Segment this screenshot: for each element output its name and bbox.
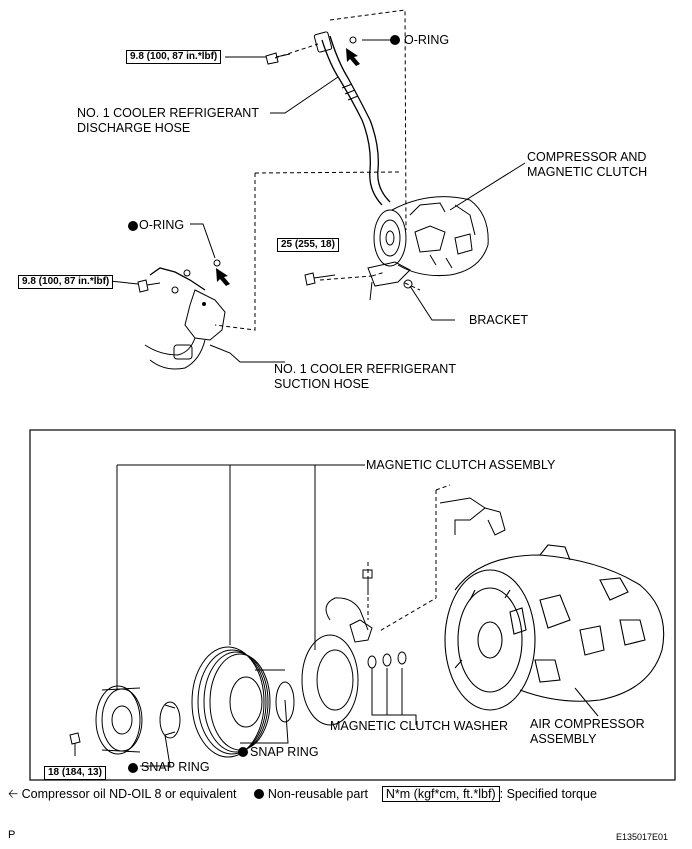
bracket-bolt-drawing — [304, 272, 336, 286]
air-compressor-line1: AIR COMPRESSOR — [530, 717, 645, 731]
detail-box — [29, 429, 676, 781]
pressure-plate-drawing — [95, 685, 143, 755]
non-reusable-dot-icon — [238, 747, 248, 757]
stator-drawing — [301, 597, 373, 726]
dashed-guides — [214, 9, 421, 331]
top-leader-lines — [109, 39, 526, 363]
snap-ring-right-label: SNAP RING — [250, 745, 319, 759]
compressor-clutch-line2: MAGNETIC CLUTCH — [527, 165, 648, 179]
torque-bracket-bolt: 25 (255, 18) — [277, 238, 339, 252]
snap-ring-mid-drawing — [275, 681, 295, 723]
assembly-leader-lines — [116, 464, 599, 767]
discharge-hose-line2: DISCHARGE HOSE — [77, 121, 191, 135]
oil-arrow-icon-discharge — [346, 48, 360, 66]
bracket-label: BRACKET — [469, 313, 529, 327]
air-compressor-line2: ASSEMBLY — [530, 732, 597, 746]
oring-suction-text: O-RING — [139, 218, 185, 232]
non-reusable-dot-icon — [253, 789, 264, 799]
legend-oil-text: Compressor oil ND-OIL 8 or equivalent — [21, 787, 237, 801]
legend-torque-desc: : Specified torque — [499, 787, 597, 801]
magnetic-clutch-washer-label: MAGNETIC CLUTCH WASHER — [330, 719, 509, 733]
torque-suction-bolt: 9.8 (100, 87 in.*lbf) — [18, 275, 114, 289]
torque-plate-bolt: 18 (184, 13) — [44, 766, 106, 780]
suction-hose-line2: SUCTION HOSE — [274, 377, 370, 391]
non-reusable-dot-icon — [128, 763, 138, 773]
snap-ring-small-drawing — [159, 701, 181, 739]
compressor-clutch-line1: COMPRESSOR AND — [527, 150, 647, 164]
non-reusable-dot-icon — [128, 221, 138, 231]
oring-discharge-text: O-RING — [404, 33, 450, 47]
discharge-bolt-drawing — [265, 52, 291, 65]
stator-screw-drawing — [362, 569, 373, 595]
detail-bracket-drawing — [439, 497, 506, 536]
legend-torque-box: N*m (kgf*cm, ft.*lbf) — [381, 786, 500, 802]
torque-discharge-bolt: 9.8 (100, 87 in.*lbf) — [126, 50, 222, 64]
suction-bolt-drawing — [137, 279, 161, 293]
oil-arrow-icon: 🡠 — [8, 787, 19, 801]
suction-hose-drawing — [144, 259, 226, 370]
discharge-hose-drawing — [313, 31, 391, 206]
suction-hose-line1: NO. 1 COOLER REFRIGERANT — [274, 362, 456, 376]
oil-arrow-icon-suction — [216, 268, 230, 286]
figure-id: E135017E01 — [616, 832, 669, 842]
oring-discharge-label: O-RING — [390, 33, 449, 48]
legend: 🡠 Compressor oil ND-OIL 8 or equivalent … — [8, 786, 597, 802]
magnetic-clutch-assembly-label: MAGNETIC CLUTCH ASSEMBLY — [366, 458, 556, 472]
non-reusable-dot-icon — [390, 35, 400, 45]
pulley-drawing — [191, 646, 271, 758]
legend-nonreusable-text: Non-reusable part — [267, 787, 368, 801]
snap-ring-left-label: SNAP RING — [141, 760, 210, 774]
page-letter: P — [8, 829, 16, 841]
discharge-hose-line1: NO. 1 COOLER REFRIGERANT — [77, 106, 259, 120]
bracket-drawing — [367, 261, 413, 301]
oring-suction-label: O-RING — [125, 218, 184, 233]
plate-bolt-drawing — [69, 732, 81, 756]
washers-drawing — [367, 651, 407, 669]
compressor-top-drawing — [373, 196, 489, 276]
air-compressor-drawing — [444, 544, 665, 711]
